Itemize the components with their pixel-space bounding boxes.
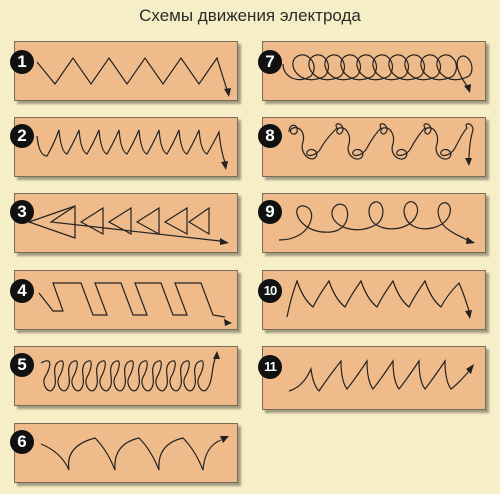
scheme-badge-2: 2 [10,124,34,148]
scheme-curve-11 [288,359,474,392]
scheme-panel-2: 2 [10,117,238,177]
scheme-curve-7 [282,54,473,93]
scheme-badge-1: 1 [10,50,34,74]
scheme-panel-6: 6 [10,423,238,483]
scheme-panel-9: 9 [258,193,486,253]
scheme-badge-7: 7 [258,50,282,74]
scheme-curve-5 [40,351,220,392]
scheme-panel-1: 1 [10,41,238,101]
scheme-panel-7: 7 [258,41,486,101]
scheme-badge-10: 10 [258,279,282,303]
scheme-curve-2 [36,129,228,170]
scheme-panel-3: 3 [10,193,238,253]
page-title: Схемы движения электрода [139,6,361,25]
scheme-panel-5: 5 [10,346,238,406]
scheme-curve-6 [40,436,229,471]
scheme-badge-11: 11 [258,355,282,379]
scheme-badge-9: 9 [258,200,282,224]
scheme-curve-9 [278,201,475,244]
scheme-panel-8: 8 [258,117,486,177]
scheme-panel-4: 4 [10,270,238,330]
scheme-curve-3 [27,205,229,245]
scheme-badge-4: 4 [10,279,34,303]
scheme-badge-3: 3 [10,200,34,224]
scheme-panel-11: 11 [258,346,486,410]
scheme-panel-10: 10 [258,270,486,330]
scheme-curve-8 [288,123,474,166]
scheme-curve-1 [36,56,231,97]
scheme-curve-4 [38,282,232,326]
scheme-badge-5: 5 [10,353,34,377]
scheme-badge-6: 6 [10,430,34,454]
scheme-curve-10 [286,279,472,319]
scheme-badge-8: 8 [258,124,282,148]
